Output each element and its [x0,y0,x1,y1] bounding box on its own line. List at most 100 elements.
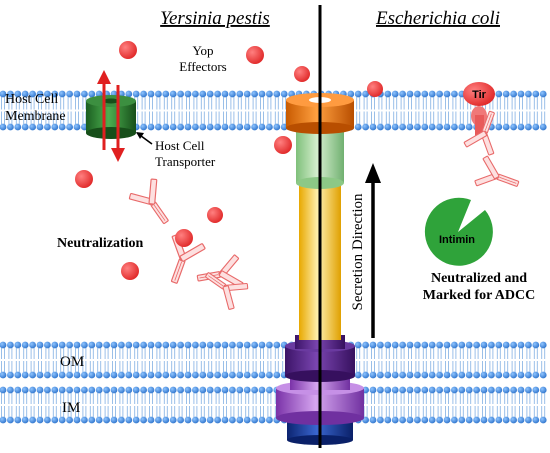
effector-sphere-icon [367,81,383,97]
lipid-head [428,123,436,131]
effector-sphere-icon [294,66,310,82]
lipid-head [428,386,436,394]
lipid-head [495,123,503,131]
lipid-head [199,123,207,131]
effector-sphere-icon [246,46,264,64]
lipid-head [103,371,110,379]
lipid-head [0,90,7,98]
lipid-head [14,90,22,98]
lipid-head [95,416,103,424]
label-intimin: Intimin [439,234,475,246]
lipid-head [88,341,96,349]
lipid-head [110,386,118,394]
lipid-head [421,386,429,394]
lipid-head [465,371,473,379]
lipid-head [155,371,162,379]
lipid-head [221,90,229,98]
lipid-head [206,90,214,98]
antibody-icon [474,155,520,187]
lipid-head [539,386,547,394]
lipid-head [229,386,236,394]
lipid-head [229,371,236,379]
lipid-head [29,371,36,379]
lipid-head [192,341,199,349]
tir-complex [463,82,495,137]
lipid-head [362,90,369,98]
lipid-head [14,341,22,349]
lipid-head [36,341,44,349]
lipid-head [192,90,199,98]
lipid-head [399,416,406,424]
antibodies [128,110,520,310]
lipid-head [184,341,192,349]
label-neutralized-line1: Neutralized and [431,271,527,286]
lipid-head [6,416,14,424]
lipid-head [495,90,503,98]
lipid-head [214,371,222,379]
lipid-head [251,371,258,379]
lipid-head [221,386,229,394]
lipid-head [36,371,44,379]
lipid-head [177,386,185,394]
lipid-head [517,371,525,379]
lipid-head [110,341,118,349]
lipid-head [110,416,118,424]
lipid-head [280,90,288,98]
lipid-head [421,90,429,98]
lipid-head [495,416,503,424]
lipid-head [369,341,377,349]
antibody-icon [205,272,249,310]
lipid-head [406,416,414,424]
lipid-head [184,416,192,424]
lipid-head [414,371,421,379]
lipid-head [95,371,103,379]
lipid-head [51,416,59,424]
lipid-head [118,341,125,349]
lipid-head [436,123,443,131]
lipid-head [110,371,118,379]
lipid-head [266,386,273,394]
lipid-head [451,371,458,379]
lipid-head [414,341,421,349]
lipid-head [377,371,384,379]
lipid-head [443,123,451,131]
lipid-head [414,416,421,424]
lipid-head [406,386,414,394]
lipid-head [428,416,436,424]
lipid-head [488,416,495,424]
lipid-head [384,123,392,131]
lipid-head [384,341,392,349]
lipid-head [125,386,133,394]
lipid-head [192,123,199,131]
lipid-head [451,90,458,98]
lipid-head [369,371,377,379]
lipid-head [414,90,421,98]
lipid-head [384,371,392,379]
lipid-head [502,416,510,424]
lipid-head [81,341,88,349]
lipid-head [140,123,148,131]
lipid-head [480,341,488,349]
lipid-head [206,371,214,379]
transport-arrows-icon [97,70,125,162]
lipid-head [132,341,140,349]
lipid-head [273,341,281,349]
lipid-head [480,386,488,394]
lipid-head [66,123,73,131]
lipid-head [81,386,88,394]
lipid-head [451,341,458,349]
lipid-head [140,371,148,379]
lipid-head [510,341,517,349]
lipid-head [44,371,51,379]
lipid-head [399,90,406,98]
lipid-head [495,341,503,349]
lipid-head [539,416,547,424]
lipid-head [399,371,406,379]
label-yop-line1: Yop [192,43,213,58]
lipid-head [258,341,266,349]
lipid-head [443,341,451,349]
lipid-head [354,371,362,379]
lipid-head [214,416,222,424]
lipid-head [502,386,510,394]
lipid-head [95,341,103,349]
